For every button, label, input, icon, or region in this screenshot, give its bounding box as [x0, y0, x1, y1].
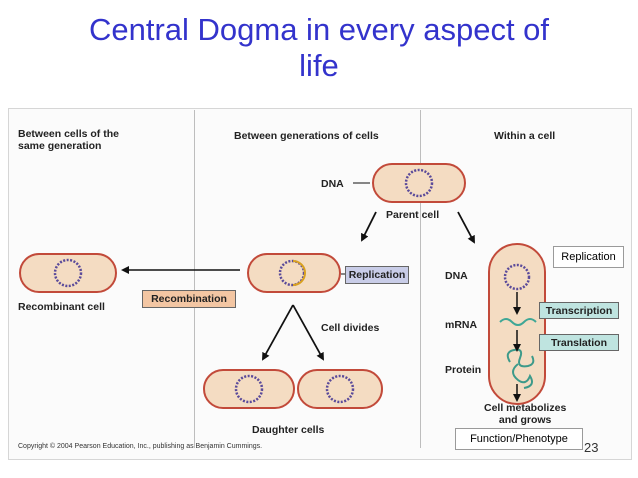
cell-divides-label: Cell divides	[321, 322, 380, 334]
mrna-strand	[499, 318, 537, 326]
column-divider-2	[420, 110, 421, 448]
replication-box: Replication	[345, 266, 409, 284]
arrow-divide-left	[262, 304, 294, 361]
function-phenotype-callout: Function/Phenotype	[455, 428, 583, 450]
dna-row-label: DNA	[445, 270, 468, 282]
replication-callout: Replication	[553, 246, 624, 268]
metabolizes-label: Cell metabolizes and grows	[484, 402, 566, 426]
protein-coil	[506, 348, 535, 389]
translation-box: Translation	[539, 334, 619, 351]
col1-header: Between cells of the same generation	[18, 128, 119, 152]
arrow-parent-to-center	[361, 211, 377, 242]
parent-cell	[372, 163, 466, 203]
protein-row-label: Protein	[445, 364, 482, 376]
col3-header: Within a cell	[494, 130, 556, 142]
growing-cell	[488, 243, 546, 405]
daughter-cell-left	[203, 369, 295, 409]
transcription-box: Transcription	[539, 302, 619, 319]
col1-header-line2: same generation	[18, 140, 102, 152]
slide-title-line1: Central Dogma in every aspect of	[88, 12, 550, 47]
daughter-cell-right	[297, 369, 383, 409]
metabolizes-line1: Cell metabolizes	[484, 402, 567, 414]
col2-header: Between generations of cells	[234, 130, 379, 142]
arrow-divide-right	[292, 304, 324, 361]
dna-label: DNA	[321, 178, 344, 190]
daughter-cells-label: Daughter cells	[252, 424, 325, 436]
slide-title: Central Dogma in every aspect of life	[0, 12, 638, 84]
recombinant-cell-label: Recombinant cell	[18, 301, 105, 313]
copyright-notice: Copyright © 2004 Pearson Education, Inc.…	[18, 443, 263, 450]
mrna-row-label: mRNA	[445, 319, 478, 331]
col1-header-line1: Between cells of the	[18, 128, 119, 140]
recombinant-cell	[19, 253, 117, 293]
arrow-parent-to-right	[457, 211, 475, 244]
replicating-cell	[247, 253, 341, 293]
column-divider-1	[194, 110, 195, 448]
page-number: 23	[584, 440, 599, 455]
recombination-box: Recombination	[142, 290, 236, 308]
parent-cell-label: Parent cell	[386, 209, 440, 221]
slide-title-line2: life	[299, 48, 339, 83]
metabolizes-line2: and grows	[498, 414, 552, 426]
